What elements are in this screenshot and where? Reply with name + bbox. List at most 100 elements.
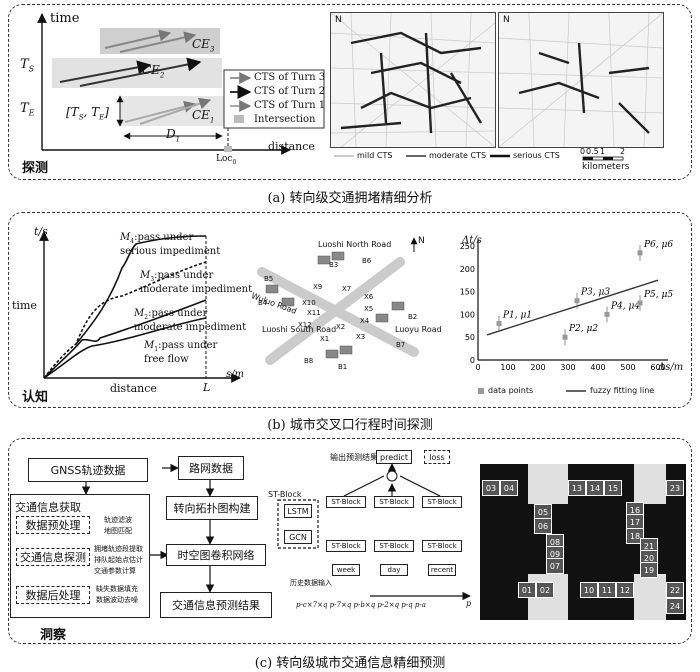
topology-box: 转向拓扑图构建: [166, 496, 258, 520]
panel-b-label: 认知: [22, 390, 49, 405]
ts-axis-label: t/s: [34, 225, 48, 238]
lane-18: 18: [626, 528, 644, 544]
lane-03: 03: [482, 480, 500, 496]
lane-13: 13: [568, 480, 586, 496]
legend-turn2: CTS of Turn 2: [254, 86, 326, 97]
point-label: P3, μ3: [580, 288, 610, 298]
road-luoyu: Luoyu Road: [395, 325, 442, 334]
road-data-box: 路网数据: [178, 456, 244, 480]
map-legend-lines: [334, 154, 624, 161]
recent-box: recent: [428, 564, 456, 576]
lane-07: 07: [546, 558, 564, 574]
point-label: P4, μ4: [610, 301, 640, 311]
point-label: P5, μ5: [643, 290, 673, 300]
predict-box: predict: [376, 450, 412, 464]
data-point: [637, 300, 643, 306]
data-point: [562, 334, 568, 340]
x-tick-label: 200: [530, 363, 545, 372]
scale-tick-1: 1: [600, 147, 606, 156]
y-tick-label: 0: [470, 356, 475, 365]
legend-intersection: Intersection: [254, 114, 316, 125]
panel-c: [8, 438, 692, 644]
node-b3: B3: [329, 261, 339, 269]
gcn-box: GCN: [284, 530, 312, 544]
lane-19: 19: [640, 562, 658, 578]
node-b6: B6: [362, 257, 372, 265]
y-tick-label: 50: [465, 333, 475, 342]
gnss-box: GNSS轨迹数据: [28, 458, 148, 482]
lstm-box: LSTM: [284, 504, 312, 518]
st-block-side-label: ST-Block: [268, 490, 302, 499]
stgcn-box: 时空图卷积网络: [166, 544, 266, 566]
st-block-week-1: ST-Block: [326, 496, 366, 508]
point-label: P1, μ1: [502, 311, 532, 321]
distance-text: distance: [110, 382, 157, 395]
loc-label: Loc0: [216, 154, 237, 166]
time-text: time: [12, 299, 37, 312]
y-tick-label: 250: [460, 242, 475, 251]
node-x3: X3: [356, 333, 366, 341]
intersection-sketch: [257, 237, 419, 365]
time-axis-label: p-c×7×q p-7×q p-b×q p-2×q p-q p-a: [296, 601, 426, 609]
chart-xlabel: Δs/m: [658, 362, 684, 373]
x-tick-label: 500: [620, 363, 635, 372]
caption-c: (c) 转向级城市交通信息精细预测: [254, 656, 446, 671]
panel-b: [8, 212, 692, 408]
note-queue: 排队起始点估计: [94, 556, 143, 564]
y-tick-label: 100: [460, 310, 475, 319]
node-x12: X12: [298, 321, 312, 329]
ce2-label: CE2: [142, 63, 165, 80]
chart-ylabel: Δt/s: [462, 235, 482, 246]
point-label: P6, μ6: [643, 240, 673, 250]
legend-moderate: moderate CTS: [429, 151, 487, 160]
note-extract: 拥堵轨迹段提取: [94, 545, 143, 553]
legend-turn3: CTS of Turn 3: [254, 72, 326, 83]
x-tick-label: 300: [560, 363, 575, 372]
lane-01: 01: [518, 582, 536, 598]
note-match: 地图匹配: [104, 527, 132, 535]
intersection-marker: [224, 146, 232, 152]
caption-a: (a) 转向级交通拥堵精细分析: [267, 191, 433, 206]
road-luoshi-north: Luoshi North Road: [318, 240, 392, 249]
day-box: day: [380, 564, 408, 576]
st-block-day-1: ST-Block: [374, 496, 414, 508]
lane-22: 22: [666, 582, 684, 598]
week-box: week: [332, 564, 360, 576]
congestion-time-distance-diagram: [37, 13, 325, 155]
map-right-north: N: [503, 15, 510, 25]
panel-a-label: 探测: [22, 161, 49, 176]
s-axis-label: s/m: [226, 369, 244, 380]
interval-label: [TS, TE]: [66, 105, 109, 122]
node-x5: X5: [364, 305, 374, 313]
data-point: [496, 321, 502, 327]
chart-legend-line: fuzzy fitting line: [590, 386, 655, 395]
note-fill: 缺失数据填充: [96, 585, 138, 593]
node-x9: X9: [313, 283, 323, 291]
cts-map-right: N: [498, 12, 664, 148]
node-b8: B8: [304, 357, 314, 365]
scale-tick-05: 0.5: [586, 147, 599, 156]
panel-a: [8, 4, 692, 180]
detect-box: 交通信息探测: [16, 548, 90, 566]
output-label: 输出预测结果: [330, 453, 378, 462]
scale-tick-2: 2: [620, 147, 626, 156]
ce1-label: CE1: [192, 108, 215, 125]
node-x4: X4: [360, 317, 370, 325]
lane-06: 06: [534, 518, 552, 534]
lane-11: 11: [598, 582, 616, 598]
time-distance-curves: [39, 231, 241, 383]
caption-b: (b) 城市交叉口行程时间探测: [267, 418, 433, 433]
scale-unit: kilometers: [582, 162, 630, 172]
legend-serious: serious CTS: [513, 151, 560, 160]
lane-14: 14: [586, 480, 604, 496]
node-b5: B5: [264, 275, 274, 283]
preprocess-box: 数据预处理: [16, 516, 90, 534]
lane-15: 15: [604, 480, 622, 496]
road-luoshi-south: Luoshi South Road: [262, 325, 337, 334]
d1-label: D1: [166, 127, 181, 144]
node-x1: X1: [320, 335, 330, 343]
history-label: 历史数据输入: [290, 579, 332, 587]
lane-23: 23: [666, 480, 684, 496]
